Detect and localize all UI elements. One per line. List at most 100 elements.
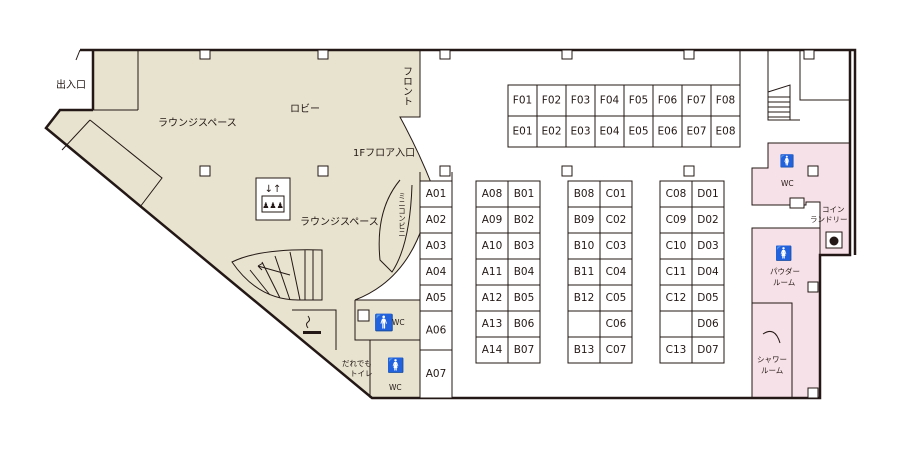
booth-f03[interactable]: F03 — [565, 84, 596, 117]
lounge-wall — [61, 50, 163, 208]
booth-a10[interactable]: A10 — [475, 232, 509, 260]
booth-a03[interactable]: A03 — [419, 232, 453, 260]
lobby-label: ロビー — [290, 103, 320, 115]
booth-b10[interactable]: B10 — [567, 232, 601, 260]
booth-label: A04 — [426, 266, 447, 278]
shower-room-label-1: シャワー — [757, 355, 787, 364]
booth-a11[interactable]: A11 — [475, 258, 509, 286]
booth-a02[interactable]: A02 — [419, 206, 453, 234]
booth-a08[interactable]: A08 — [475, 180, 509, 208]
pillars — [199, 49, 819, 399]
booth-f01[interactable]: F01 — [507, 84, 538, 117]
booth-b04[interactable]: B04 — [507, 258, 541, 286]
booth-label: B05 — [514, 292, 535, 304]
booth-c01[interactable]: C01 — [599, 180, 633, 208]
booth-empty[interactable] — [659, 310, 693, 338]
booth-label: A08 — [482, 188, 503, 200]
entrance-label: 出入口 — [56, 78, 86, 91]
booth-label: B01 — [514, 188, 535, 200]
booth-e06[interactable]: E06 — [652, 115, 683, 148]
booth-label: E03 — [571, 126, 591, 138]
coin-laundry-label-2: ランドリー — [810, 215, 848, 224]
booth-c09[interactable]: C09 — [659, 206, 693, 234]
booth-box — [659, 310, 693, 338]
booth-label: E08 — [716, 126, 736, 138]
booth-b06[interactable]: B06 — [507, 310, 541, 338]
booth-c13[interactable]: C13 — [659, 336, 693, 364]
booth-a09[interactable]: A09 — [475, 206, 509, 234]
booth-a07[interactable]: A07 — [419, 349, 453, 399]
outer-wall — [44, 48, 857, 400]
booth-box — [599, 206, 633, 234]
booth-e03[interactable]: E03 — [565, 115, 596, 148]
booth-d02[interactable]: D02 — [691, 206, 725, 234]
booth-label: B06 — [514, 318, 535, 330]
booth-d04[interactable]: D04 — [691, 258, 725, 286]
booth-box — [567, 310, 601, 338]
booth-f06[interactable]: F06 — [652, 84, 683, 117]
floor-entrance-label: 1Fフロア入口 — [353, 148, 415, 159]
booth-label: B02 — [514, 214, 535, 226]
booth-box — [652, 115, 683, 148]
booth-f02[interactable]: F02 — [536, 84, 567, 117]
booth-a13[interactable]: A13 — [475, 310, 509, 338]
booth-d06[interactable]: D06 — [691, 310, 725, 338]
booth-e08[interactable]: E08 — [710, 115, 741, 148]
booth-a06[interactable]: A06 — [419, 310, 453, 351]
booth-label: A01 — [426, 188, 447, 200]
booth-f05[interactable]: F05 — [623, 84, 654, 117]
booth-d07[interactable]: D07 — [691, 336, 725, 364]
booth-label: D07 — [697, 344, 718, 356]
mini-convenience-label: ミニコンビニ — [398, 192, 407, 237]
booth-b03[interactable]: B03 — [507, 232, 541, 260]
booth-c05[interactable]: C05 — [599, 284, 633, 312]
booth-box — [659, 258, 693, 286]
booth-d05[interactable]: D05 — [691, 284, 725, 312]
booth-a04[interactable]: A04 — [419, 258, 453, 286]
booth-box — [599, 336, 633, 364]
booth-c07[interactable]: C07 — [599, 336, 633, 364]
booth-label: B09 — [574, 214, 595, 226]
booth-b02[interactable]: B02 — [507, 206, 541, 234]
booth-c02[interactable]: C02 — [599, 206, 633, 234]
booth-b12[interactable]: B12 — [567, 284, 601, 312]
booth-a14[interactable]: A14 — [475, 336, 509, 364]
booth-box — [419, 349, 453, 399]
booth-f08[interactable]: F08 — [710, 84, 741, 117]
booth-b05[interactable]: B05 — [507, 284, 541, 312]
booth-label: D06 — [697, 318, 719, 330]
booth-c12[interactable]: C12 — [659, 284, 693, 312]
booth-b07[interactable]: B07 — [507, 336, 541, 364]
booth-box — [567, 284, 601, 312]
booth-b13[interactable]: B13 — [567, 336, 601, 364]
booth-c08[interactable]: C08 — [659, 180, 693, 208]
booth-label: D03 — [697, 240, 718, 252]
booth-f04[interactable]: F04 — [594, 84, 625, 117]
booth-b11[interactable]: B11 — [567, 258, 601, 286]
booth-c03[interactable]: C03 — [599, 232, 633, 260]
booth-d01[interactable]: D01 — [691, 180, 725, 208]
booth-e01[interactable]: E01 — [507, 115, 538, 148]
booth-a05[interactable]: A05 — [419, 284, 453, 312]
multipurpose-toilet-label-2: トイレ — [350, 369, 373, 378]
booth-c06[interactable]: C06 — [599, 310, 633, 338]
booth-b08[interactable]: B08 — [567, 180, 601, 208]
booth-a12[interactable]: A12 — [475, 284, 509, 312]
entrance-door — [75, 49, 81, 61]
booth-c10[interactable]: C10 — [659, 232, 693, 260]
booth-f07[interactable]: F07 — [681, 84, 712, 117]
booth-label: C05 — [606, 292, 627, 304]
booth-label: C03 — [606, 240, 627, 252]
booth-empty[interactable] — [567, 310, 601, 338]
booth-e05[interactable]: E05 — [623, 115, 654, 148]
booth-b01[interactable]: B01 — [507, 180, 541, 208]
booth-e04[interactable]: E04 — [594, 115, 625, 148]
booth-c11[interactable]: C11 — [659, 258, 693, 286]
booth-a01[interactable]: A01 — [419, 180, 453, 208]
booth-e02[interactable]: E02 — [536, 115, 567, 148]
booth-c04[interactable]: C04 — [599, 258, 633, 286]
booth-e07[interactable]: E07 — [681, 115, 712, 148]
booth-b09[interactable]: B09 — [567, 206, 601, 234]
booth-d03[interactable]: D03 — [691, 232, 725, 260]
